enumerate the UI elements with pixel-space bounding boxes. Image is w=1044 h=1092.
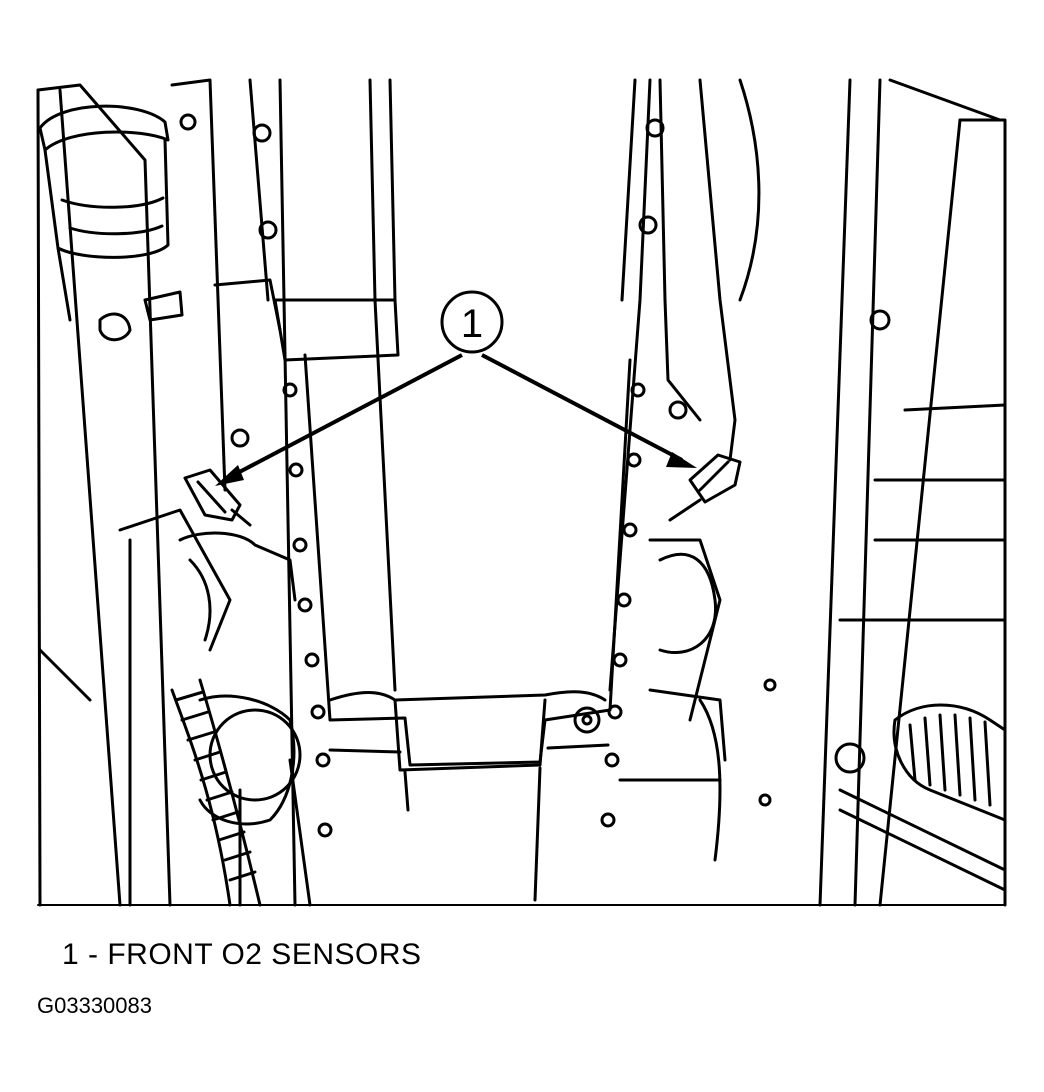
figure-id: G03330083 xyxy=(37,993,152,1018)
left-o2-sensor xyxy=(183,468,252,527)
right-o2-sensor xyxy=(668,453,742,522)
right-arrowhead xyxy=(666,452,697,468)
left-lower-hose xyxy=(170,678,262,907)
legend-text: 1 - FRONT O2 SENSORS xyxy=(62,938,422,971)
right-exhaust-area xyxy=(618,78,761,862)
starter-motor xyxy=(38,104,184,342)
left-arrowhead xyxy=(215,465,244,486)
pan-bolts-left xyxy=(282,382,333,838)
engine-underside-illustration: 1 xyxy=(36,78,1007,907)
callout-number: 1 xyxy=(461,302,483,346)
pan-bolts-right xyxy=(600,118,665,828)
right-lower-hose xyxy=(834,703,1007,892)
left-bolt-strip xyxy=(170,78,282,492)
right-frame-rail xyxy=(758,78,1007,907)
callout-circle xyxy=(440,290,504,354)
left-lower-area xyxy=(38,508,312,907)
left-frame-rail xyxy=(36,83,172,907)
callout-1: 1 xyxy=(215,290,697,486)
